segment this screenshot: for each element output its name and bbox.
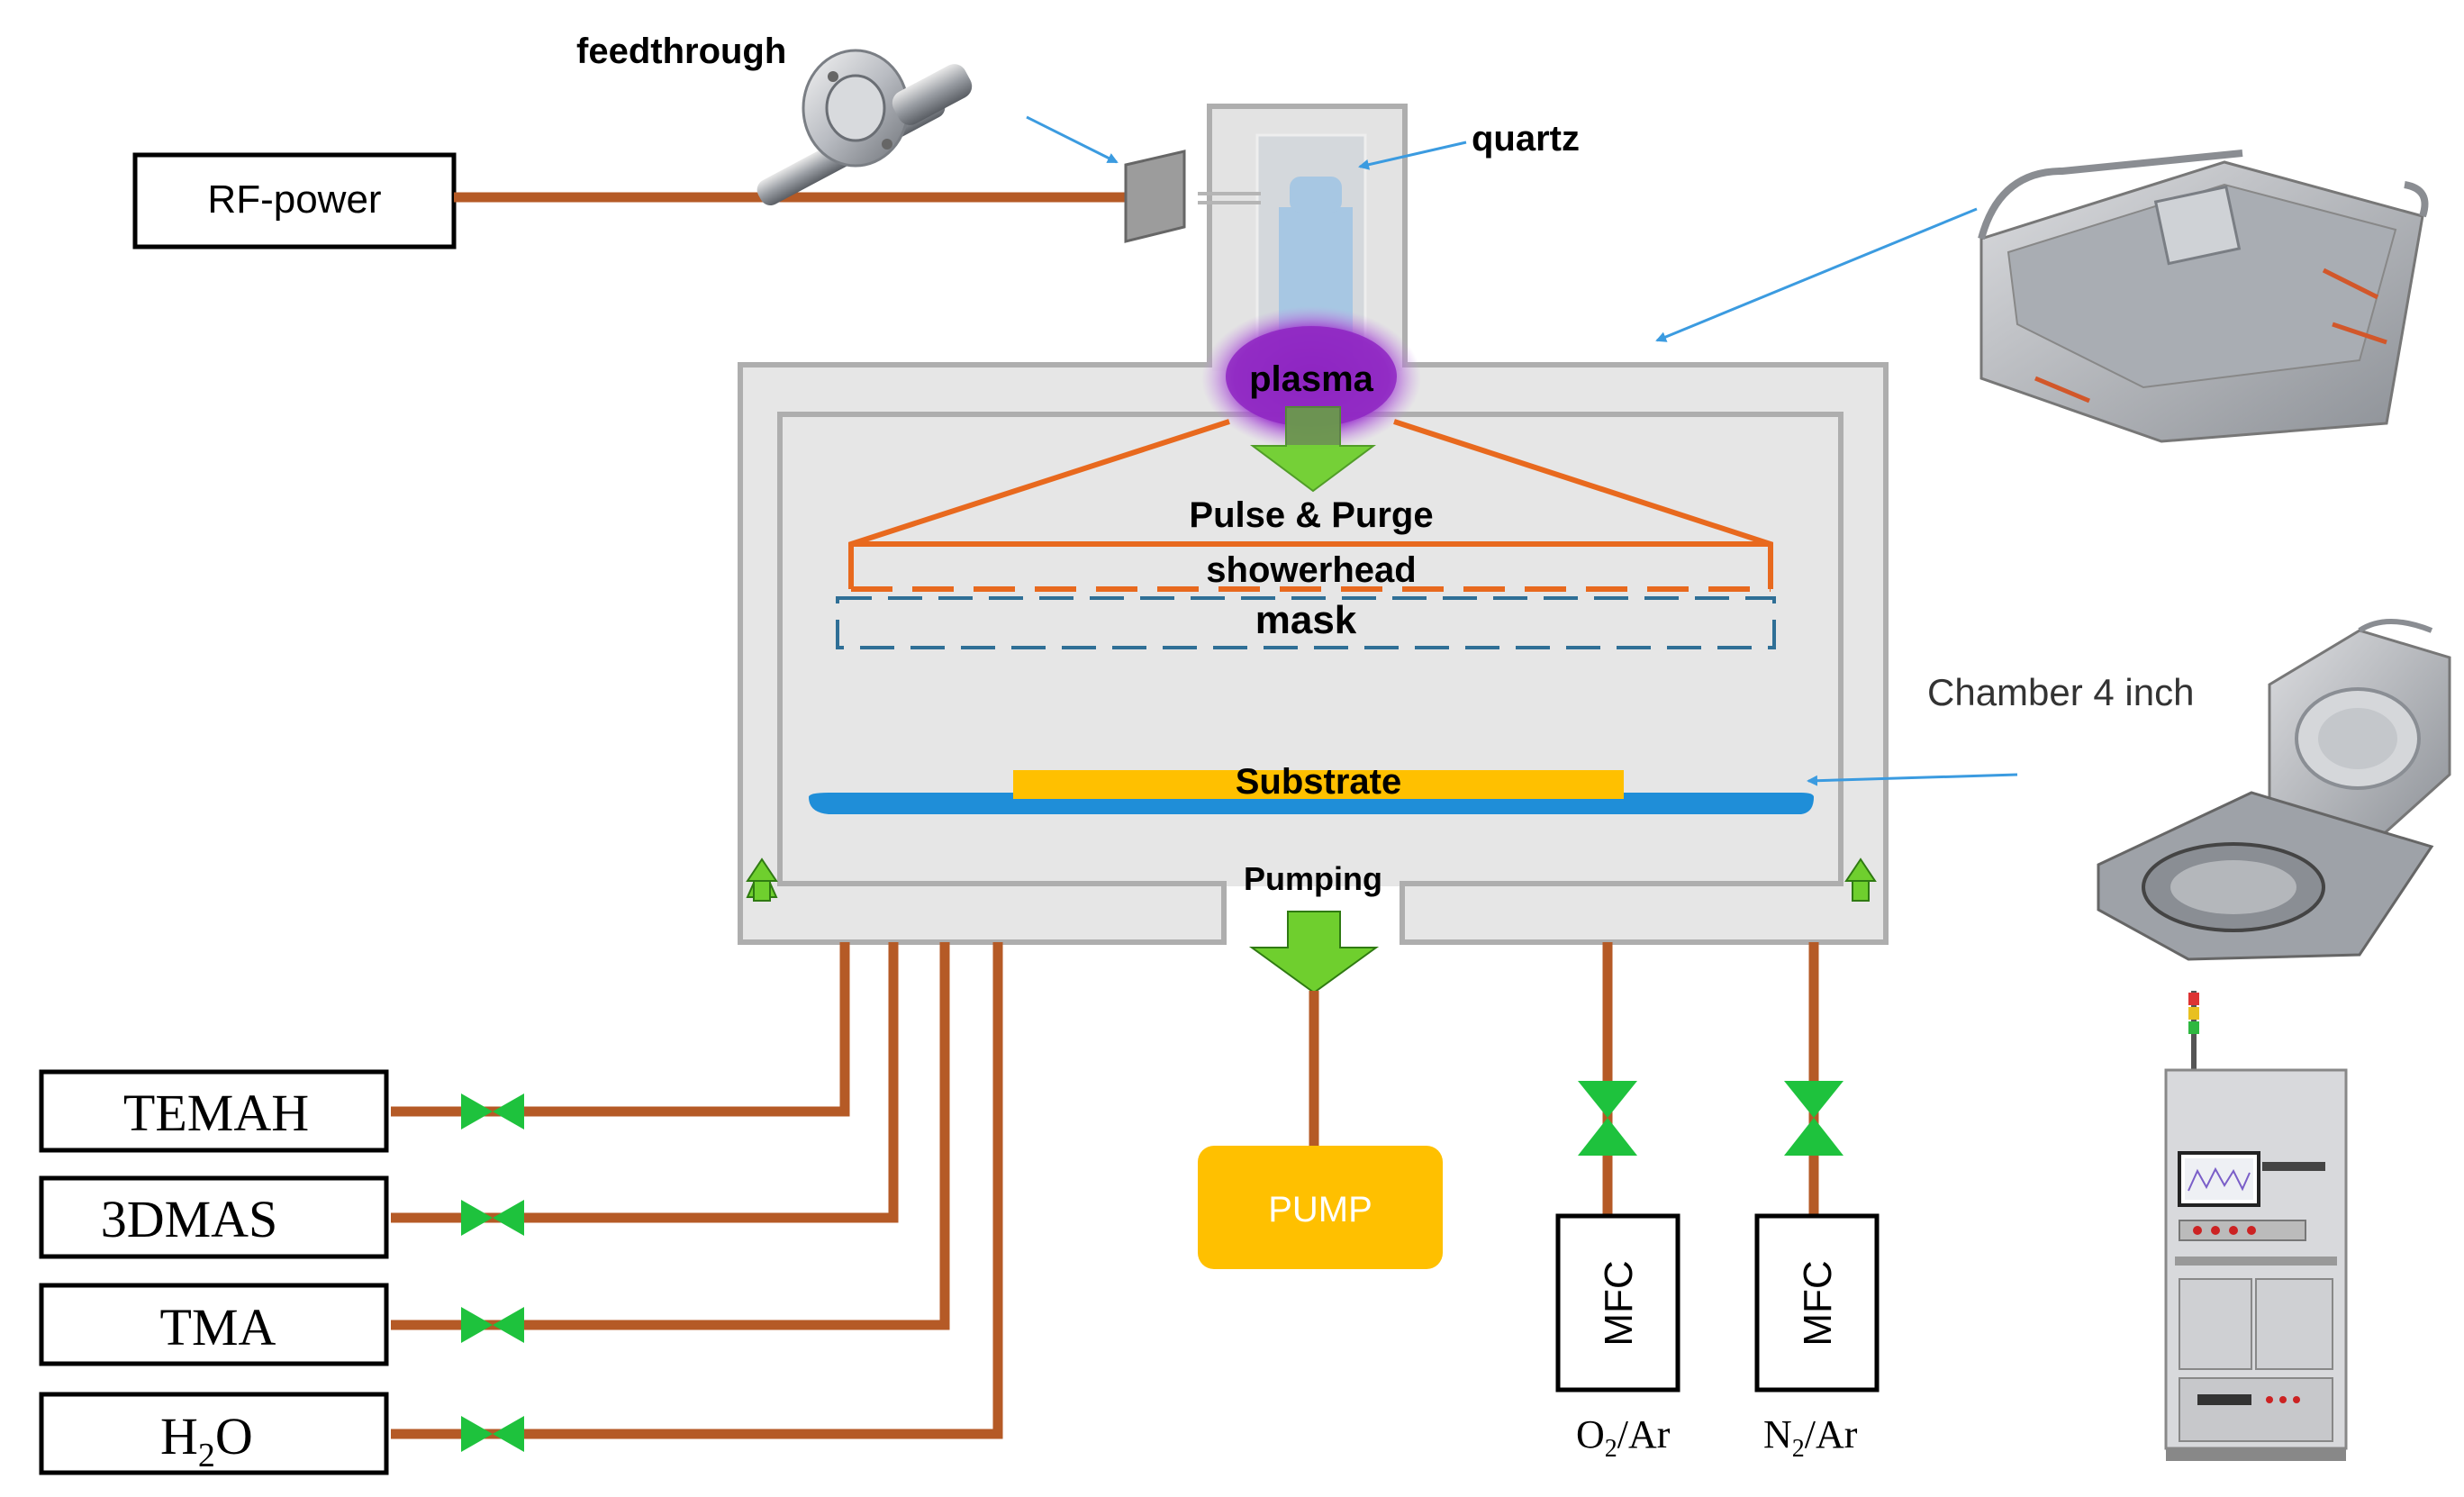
- mfc-o2: MFC: [1555, 1213, 1680, 1393]
- pulse-purge-label: Pulse & Purge: [1189, 495, 1433, 535]
- feedthrough-pointer-arrow: [1026, 115, 1119, 164]
- rf-power-box: RF-power: [132, 152, 457, 250]
- valve-o2[interactable]: [1578, 1081, 1637, 1156]
- mfc-label: MFC: [1597, 1260, 1641, 1346]
- valve-3dmas[interactable]: [461, 1200, 524, 1236]
- precursor-label: H2O: [160, 1407, 253, 1474]
- pumping-down-arrow: [1248, 911, 1380, 994]
- n2-ar-label: N2/Ar: [1763, 1412, 1858, 1463]
- valve-tma[interactable]: [461, 1307, 524, 1343]
- precursor-label: TMA: [160, 1298, 276, 1356]
- valve-h2o[interactable]: [461, 1416, 524, 1452]
- mask: [836, 596, 1776, 649]
- chamber-photo-pointer-arrow: [1655, 207, 1978, 342]
- chamber-photo-open: [2097, 619, 2451, 961]
- precursor-label: 3DMAS: [101, 1190, 278, 1248]
- gas-inlet-arrow-right: [1852, 878, 1870, 902]
- substrate: [1013, 770, 1624, 799]
- substrate-label: Substrate: [1236, 762, 1402, 802]
- rf-power-label: RF-power: [207, 177, 381, 222]
- valve-n2[interactable]: [1784, 1081, 1843, 1156]
- mfc-label: MFC: [1796, 1260, 1840, 1346]
- substrate-pointer-arrow: [1807, 773, 2018, 786]
- precursor-h2o: H2O: [39, 1392, 389, 1475]
- ald-tool-photo: [2164, 991, 2348, 1461]
- chamber-photo-top: [1978, 150, 2429, 443]
- feedthrough-image: [756, 49, 973, 206]
- pumping-label: Pumping: [1244, 860, 1382, 897]
- precursor-temah: TEMAH: [39, 1069, 389, 1153]
- valve-temah[interactable]: [461, 1093, 524, 1130]
- plasma-glow: [1201, 306, 1421, 450]
- showerhead: [848, 419, 1773, 592]
- precursor-label: TEMAH: [123, 1084, 309, 1142]
- pump-label: PUMP: [1268, 1190, 1372, 1229]
- chamber-label: Chamber 4 inch: [1927, 671, 2194, 713]
- mfc-n2: MFC: [1754, 1213, 1880, 1393]
- rf-connector: [1124, 150, 1186, 243]
- o2-ar-label: O2/Ar: [1576, 1412, 1671, 1463]
- plasma-label: plasma: [1249, 359, 1374, 399]
- showerhead-label: showerhead: [1206, 550, 1416, 590]
- precursor-tma: TMA: [39, 1283, 389, 1366]
- pump-box: [1198, 1146, 1443, 1269]
- precursor-lines: [391, 942, 1003, 1439]
- quartz-label: quartz: [1472, 119, 1580, 159]
- precursor-3dmas: 3DMAS: [39, 1175, 389, 1259]
- feedthrough-label: feedthrough: [576, 32, 786, 71]
- quartz-pointer-arrow: [1358, 141, 1467, 170]
- mask-label: mask: [1255, 598, 1357, 642]
